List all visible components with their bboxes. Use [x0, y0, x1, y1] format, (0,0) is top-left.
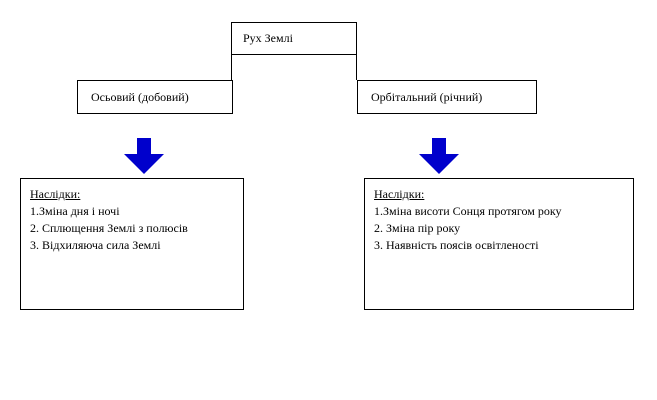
consequences-orbital-list: 1.Зміна висоти Сонця протягом року 2. Зм… [374, 203, 627, 254]
consequences-axial-content: Наслідки: 1.Зміна дня і ночі 2. Сплющенн… [30, 186, 237, 254]
list-item: 3. Відхиляюча сила Землі [30, 238, 161, 252]
consequences-axial-heading: Наслідки: [30, 187, 81, 201]
list-item: 1.Зміна дня і ночі [30, 204, 120, 218]
node-root: Рух Землі [231, 22, 357, 55]
node-branch-orbital-label: Орбітальний (річний) [371, 90, 483, 104]
connector-root-to-axial [231, 55, 232, 80]
consequences-orbital-content: Наслідки: 1.Зміна висоти Сонця протягом … [374, 186, 627, 254]
arrow-down-icon [124, 138, 164, 174]
node-branch-orbital: Орбітальний (річний) [357, 80, 537, 114]
node-consequences-orbital: Наслідки: 1.Зміна висоти Сонця протягом … [364, 178, 634, 310]
node-root-label: Рух Землі [243, 31, 293, 45]
connector-root-to-orbital [356, 55, 357, 80]
list-item: 3. Наявність поясів освітленості [374, 238, 539, 252]
list-item: 2. Сплющення Землі з полюсів [30, 221, 188, 235]
list-item: 2. Зміна пір року [374, 221, 461, 235]
consequences-axial-list: 1.Зміна дня і ночі 2. Сплющення Землі з … [30, 203, 237, 254]
node-consequences-axial: Наслідки: 1.Зміна дня і ночі 2. Сплющенн… [20, 178, 244, 310]
list-item: 1.Зміна висоти Сонця протягом року [374, 204, 562, 218]
consequences-orbital-heading: Наслідки: [374, 187, 425, 201]
node-branch-axial: Осьовий (добовий) [77, 80, 233, 114]
arrow-down-icon [419, 138, 459, 174]
node-branch-axial-label: Осьовий (добовий) [91, 90, 189, 104]
